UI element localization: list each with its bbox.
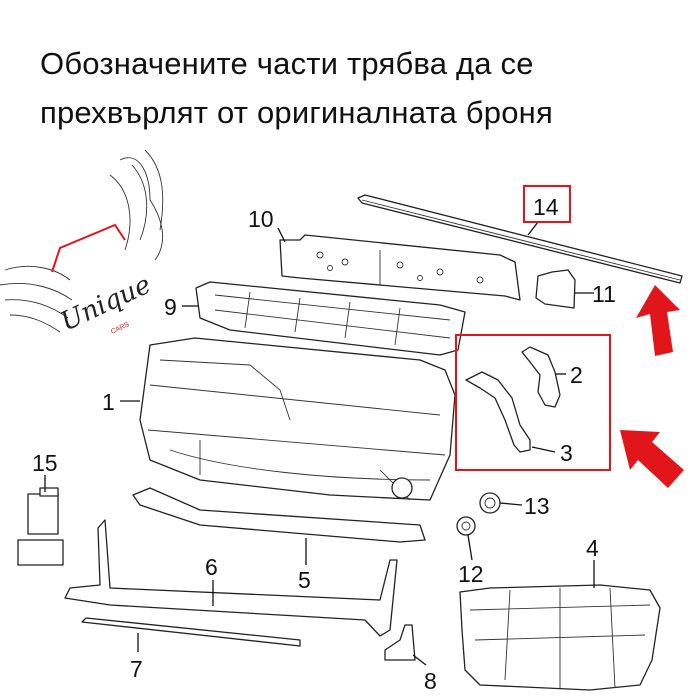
highlight-box-14 (523, 185, 571, 223)
title-line-1: Обозначените части трябва да се (40, 46, 534, 81)
title-line-2: прехвърлят от оригиналната броня (40, 95, 553, 130)
part-7-strip (81, 617, 301, 647)
red-arrow-up-left-icon (620, 430, 684, 488)
callout-12: 12 (458, 561, 484, 587)
callout-2: 2 (570, 362, 583, 388)
red-arrow-up-icon (636, 285, 680, 356)
part-8-bracket (384, 624, 416, 661)
callout-6: 6 (205, 554, 218, 580)
callout-11: 11 (592, 281, 616, 307)
callout-14: 14 (533, 194, 559, 220)
logo-text: Unique (56, 270, 155, 338)
callout-4: 4 (586, 535, 599, 561)
callout-5: 5 (298, 567, 311, 593)
part-6-lower-trim (64, 519, 398, 637)
callout-1: 1 (102, 389, 115, 415)
part-12-grommet (456, 516, 476, 536)
part-4-carrier (459, 584, 661, 691)
part-11-bracket (535, 269, 576, 309)
callout-9: 9 (164, 294, 177, 320)
callout-13: 13 (524, 493, 550, 519)
part-5-lip (132, 487, 426, 543)
part-13-grommet (479, 492, 501, 514)
part-15-sensor (17, 487, 64, 566)
callout-8: 8 (424, 668, 437, 694)
unique-cars-logo: Unique CARS (0, 149, 164, 338)
part-3-bracket (465, 371, 531, 453)
part-1-bumper-fascia (139, 337, 456, 501)
logo-subtext: CARS (110, 321, 131, 336)
callout-15: 15 (32, 450, 58, 476)
part-9-absorber (195, 281, 466, 356)
part-10-reinforcement (279, 234, 521, 301)
callout-7: 7 (130, 656, 143, 682)
part-14-strip (357, 194, 683, 284)
part-2-bracket (521, 346, 561, 408)
callout-10: 10 (248, 206, 274, 232)
callout-3: 3 (560, 440, 573, 466)
highlight-box-2-3 (455, 334, 611, 471)
